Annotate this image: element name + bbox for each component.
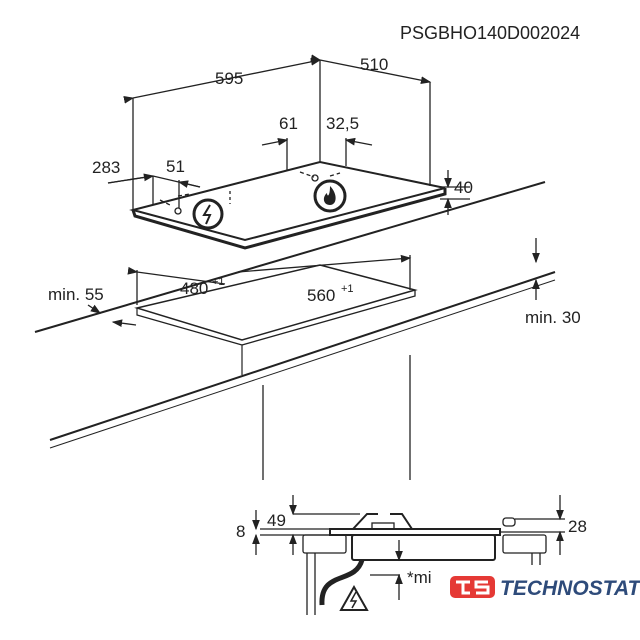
dim-28: 28	[568, 517, 587, 536]
section-view	[252, 495, 565, 615]
dim-cutout-depth-tol: +1	[212, 276, 225, 288]
dim-51: 51	[166, 157, 185, 176]
countertop	[34, 181, 556, 480]
gas-flame-icon	[313, 179, 347, 213]
dim-min-below: *mi	[407, 568, 432, 587]
dim-cutout-width-tol: +1	[341, 283, 354, 295]
dim-min-back: min. 30	[525, 308, 581, 327]
dim-283: 283	[92, 158, 120, 177]
hob-top-view	[129, 60, 447, 250]
dim-cutout-depth: 480	[180, 279, 208, 298]
dim-8: 8	[236, 522, 245, 541]
dim-height: 40	[454, 178, 473, 197]
dim-cutout-width: 560	[307, 286, 335, 305]
dim-32-5: 32,5	[326, 114, 359, 133]
model-code: PSGBHO140D002024	[400, 23, 580, 43]
dim-min-front: min. 55	[48, 285, 104, 304]
dim-49: 49	[267, 511, 286, 530]
electric-warning-icon	[339, 584, 369, 611]
dim-61: 61	[279, 114, 298, 133]
technostatus-logo: TECHNOSTATUS	[450, 576, 640, 600]
dim-depth: 510	[360, 55, 388, 74]
electric-icon	[192, 198, 224, 230]
logo-text: TECHNOSTATUS	[500, 577, 640, 600]
dim-width: 595	[215, 69, 243, 88]
